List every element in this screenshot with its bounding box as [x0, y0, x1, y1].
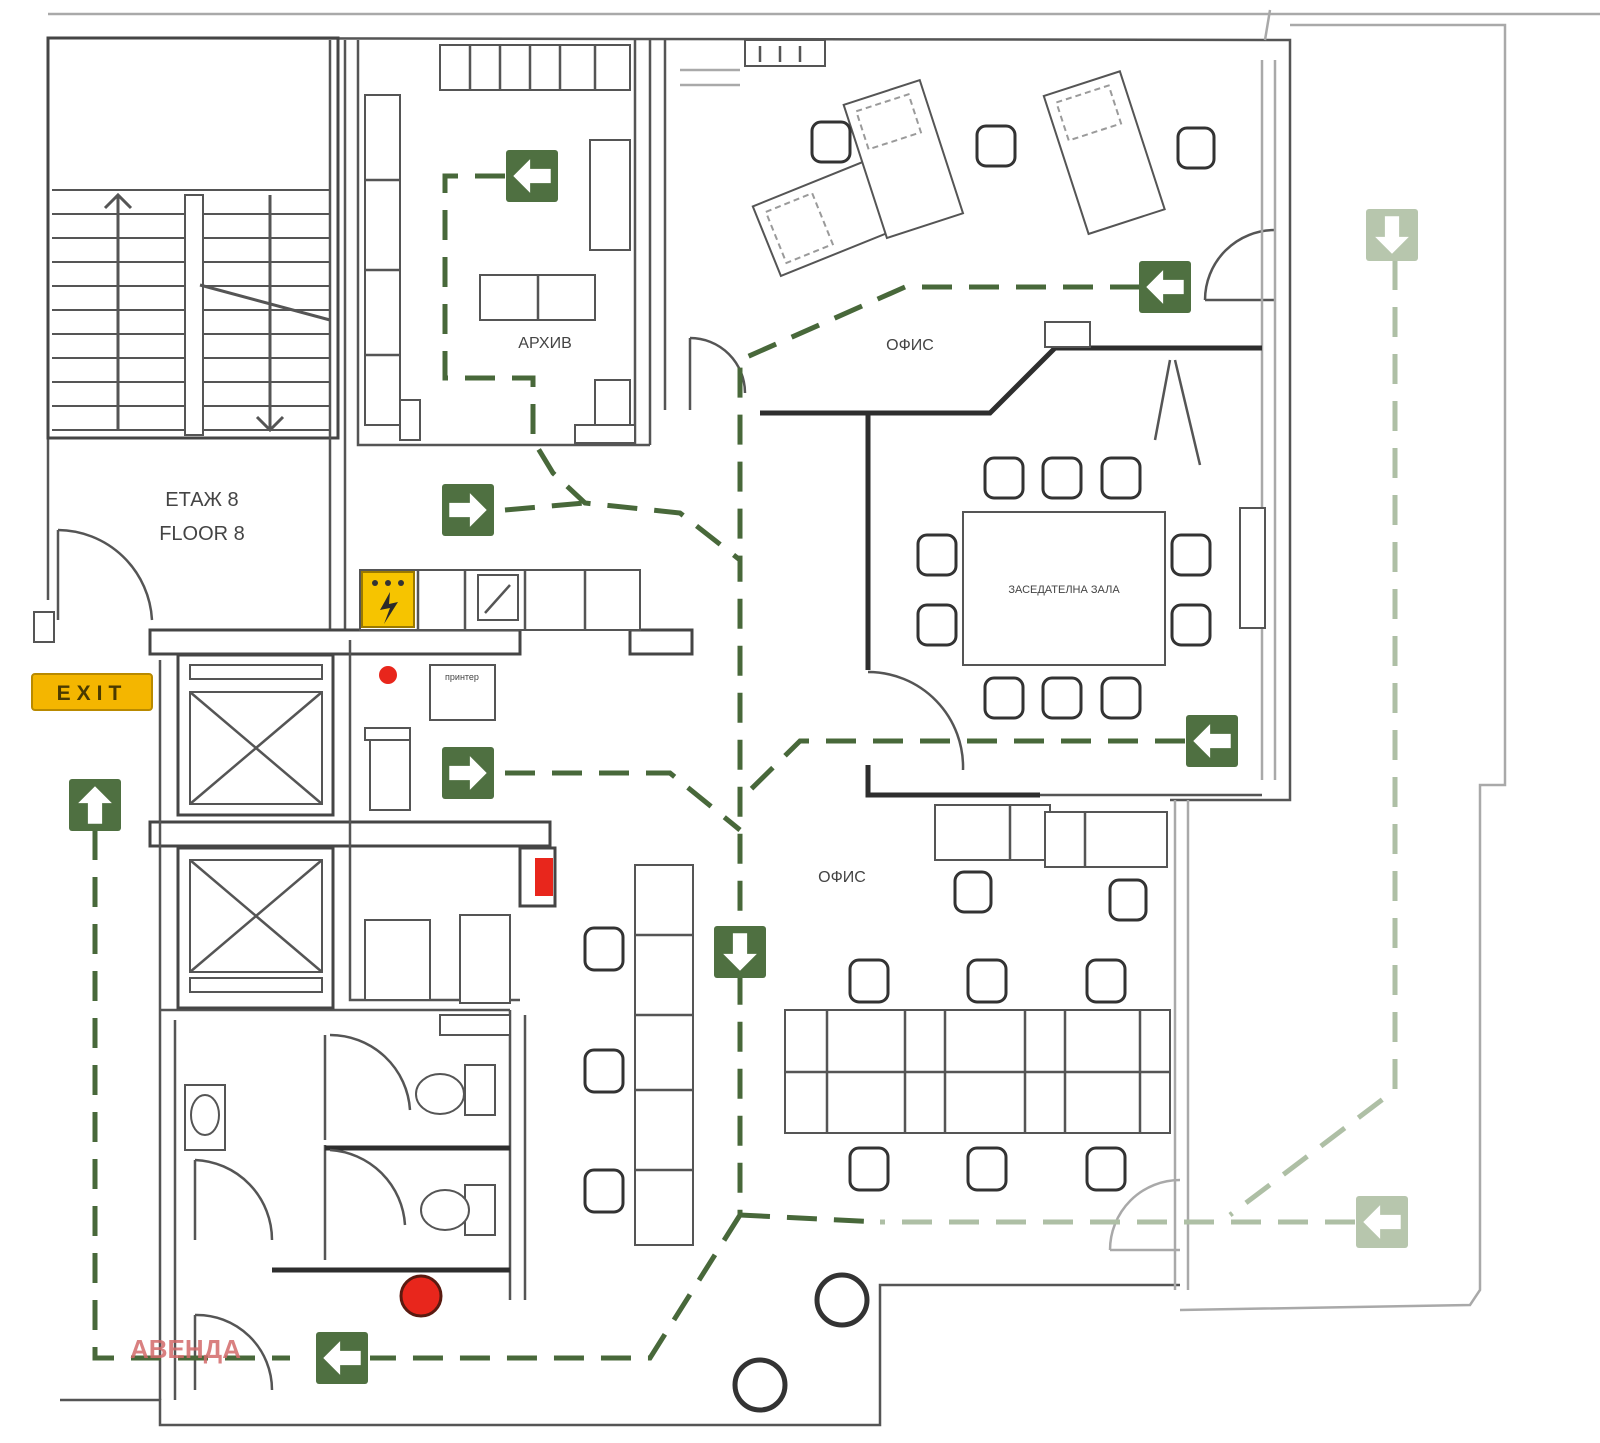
fire-extinguisher	[535, 858, 553, 896]
exit-sign-arrow-printer	[442, 747, 494, 799]
exit-sign-arrow-office-top	[1139, 261, 1191, 313]
meeting-room-label: ЗАСЕДАТЕЛНА ЗАЛА	[1008, 584, 1120, 596]
core-walls	[148, 40, 694, 1400]
evacuation-routes	[92, 173, 1398, 1361]
elevators	[176, 653, 335, 1010]
exit-direction-signs	[69, 150, 1418, 1384]
arrow-left-icon	[323, 1341, 361, 1375]
exit-sign-arrow-meeting	[1186, 715, 1238, 767]
stair-door	[33, 528, 154, 643]
meeting-room	[760, 321, 1266, 798]
archive-room	[364, 44, 636, 444]
exit-sign-arrow-archive	[506, 150, 558, 202]
electrical-panel-icon	[380, 592, 398, 624]
exit-sign-arrow-corridor	[442, 484, 494, 536]
exit-sign: EXIT	[31, 673, 153, 711]
office-bottom	[583, 800, 1190, 1413]
floor-label-bg: ЕТАЖ 8	[165, 489, 238, 511]
fire-alarm-point	[399, 1274, 443, 1318]
office-bottom-label: ОФИС	[818, 869, 866, 886]
exit-sign-arrow-terrace	[1356, 1196, 1408, 1248]
arrow-down-icon	[1375, 216, 1409, 254]
exit-sign-arrow-office-bottom	[714, 926, 766, 978]
red-dot-marker	[379, 666, 397, 684]
printer-area	[364, 664, 557, 908]
exit-sign-arrow-right-corridor	[1366, 209, 1418, 261]
office-top-label: ОФИС	[886, 337, 934, 354]
exit-sign-arrow-exit-up	[69, 779, 121, 831]
arrow-up-icon	[78, 786, 112, 824]
arrow-left-icon	[1146, 270, 1184, 304]
archive-label: АРХИВ	[518, 335, 571, 352]
arrow-right-icon	[449, 493, 487, 527]
corridor-door-top	[688, 336, 747, 410]
arrow-down-icon	[723, 933, 757, 971]
arrow-left-icon	[1193, 724, 1231, 758]
arrow-left-icon	[513, 159, 551, 193]
arrow-right-icon	[449, 756, 487, 790]
floor-label-en: FLOOR 8	[159, 523, 245, 545]
kitchen	[359, 569, 641, 631]
exit-sign-arrow-bottom	[316, 1332, 368, 1384]
printer-label: принтер	[445, 672, 479, 682]
watermark-logo: АВЕНДА	[130, 1334, 241, 1364]
arrow-left-icon	[1363, 1205, 1401, 1239]
office-top	[680, 39, 1277, 780]
staircase	[46, 36, 340, 440]
toilets	[184, 914, 511, 1391]
exit-sign-label: EXIT	[57, 682, 128, 705]
